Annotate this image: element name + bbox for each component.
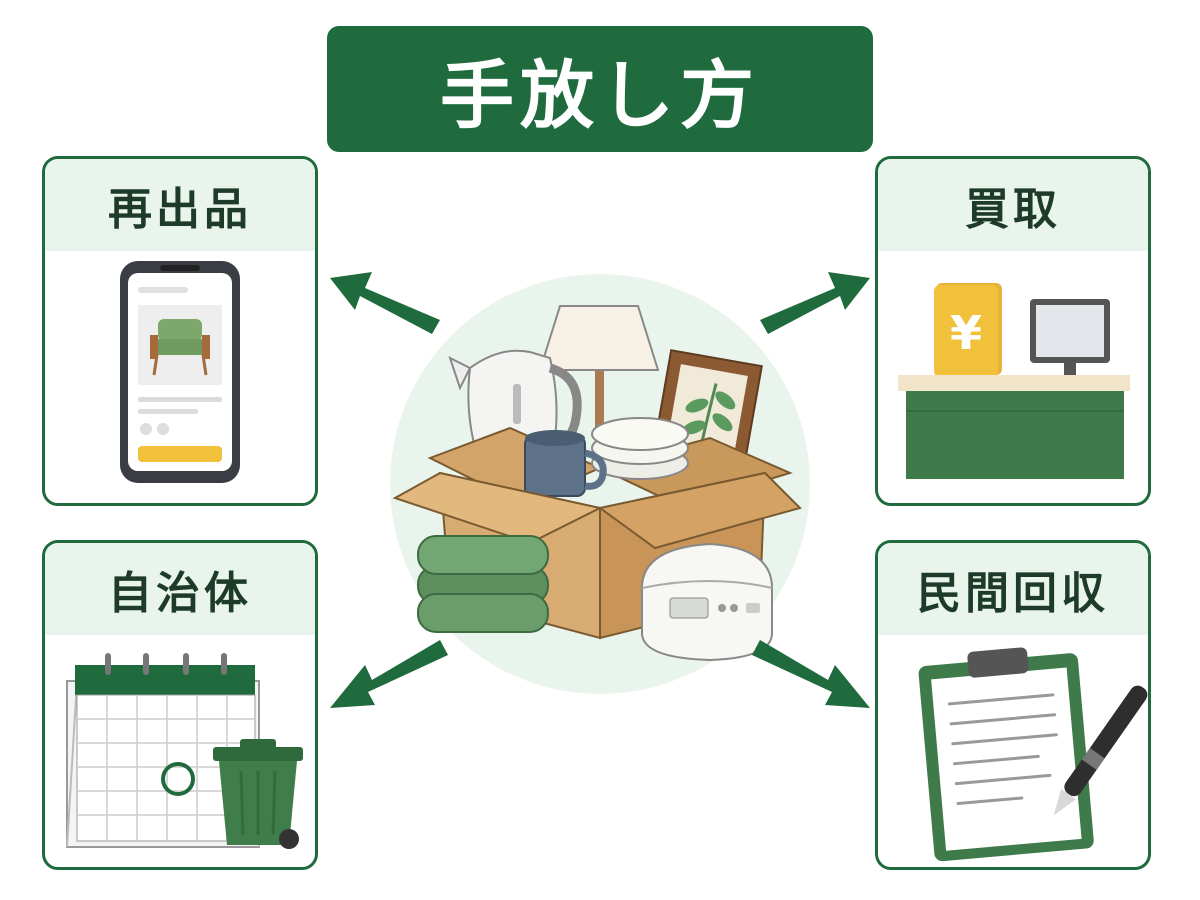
clipboard-pen-icon [918, 647, 1148, 862]
method-card-private-collection: 民間回収 [875, 540, 1151, 870]
method-card-resale: 再出品 [42, 156, 318, 506]
smartphone-listing-icon [120, 261, 240, 483]
yen-counter-icon: ¥ [898, 283, 1130, 479]
method-label-resale: 再出品 [45, 159, 315, 251]
method-label-buyback: 買取 [878, 159, 1148, 251]
method-label-municipal: 自治体 [45, 543, 315, 635]
method-card-municipal: 自治体 [42, 540, 318, 870]
box-of-household-items-icon [390, 274, 810, 694]
method-label-private-collection: 民間回収 [878, 543, 1148, 635]
method-card-buyback: 買取 ¥ [875, 156, 1151, 506]
diagram-title: 手放し方 [327, 26, 873, 152]
yen-symbol: ¥ [950, 306, 982, 360]
calendar-trash-icon [66, 653, 303, 849]
